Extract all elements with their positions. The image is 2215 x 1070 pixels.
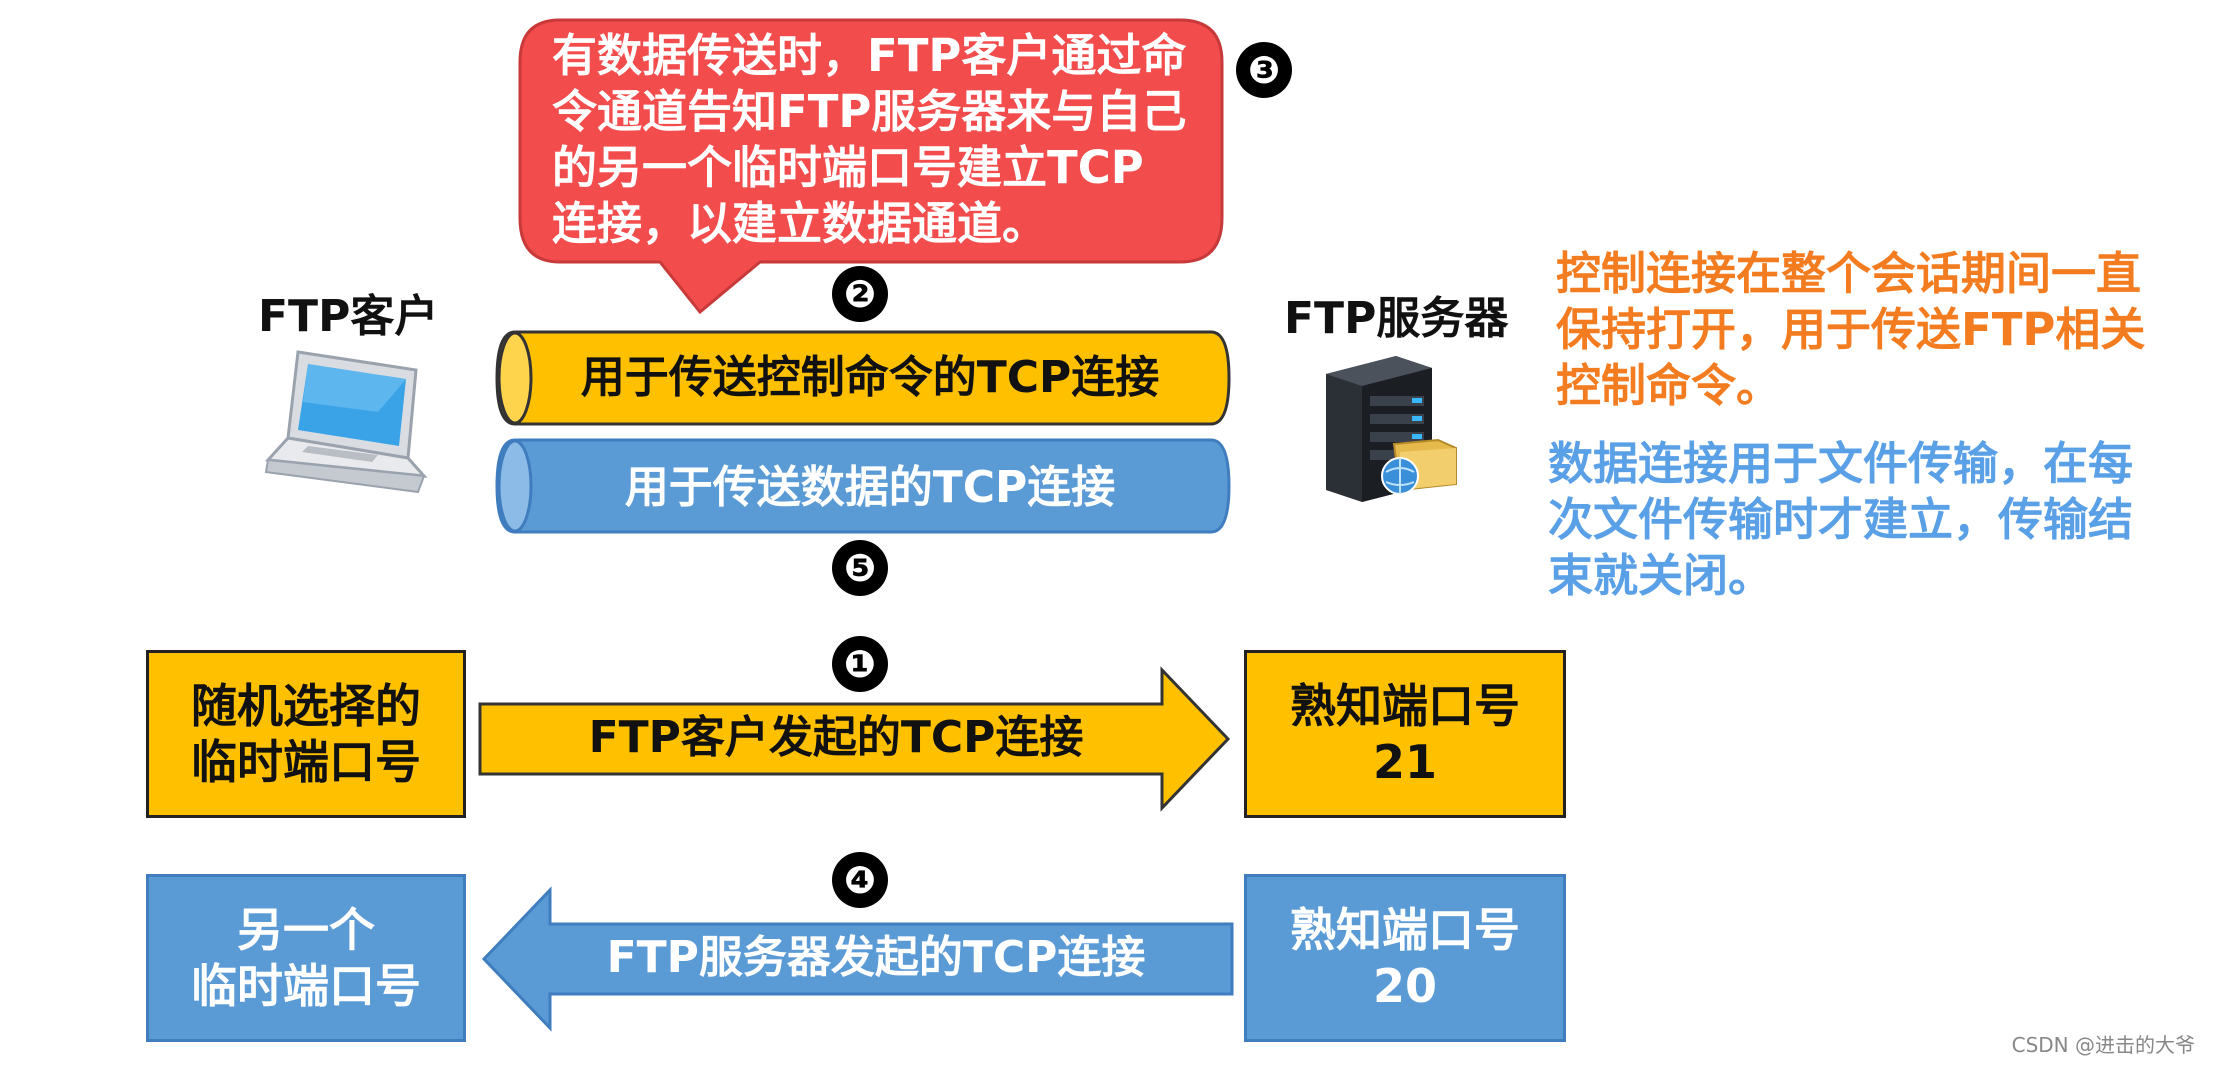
- step-2-marker: ❷: [832, 266, 888, 322]
- callout-text: 有数据传送时，FTP客户通过命 令通道告知FTP服务器来与自己 的另一个临时端口…: [552, 29, 1187, 250]
- server-label: FTP服务器: [1284, 293, 1509, 344]
- client-init-arrow-label: FTP客户发起的TCP连接: [588, 712, 1084, 763]
- step-1-marker: ❶: [832, 636, 888, 692]
- step-4-marker: ❹: [832, 852, 888, 908]
- data-connection-tube: [495, 438, 1231, 534]
- client-random-port-box: 随机选择的 临时端口号: [146, 650, 466, 818]
- client-other-port-box: 另一个 临时端口号: [146, 874, 466, 1042]
- data-connection-label: 用于传送数据的TCP连接: [624, 462, 1116, 513]
- client-init-arrow: [478, 666, 1231, 812]
- server-init-arrow: [481, 886, 1234, 1032]
- control-connection-note: 控制连接在整个会话期间一直 保持打开，用于传送FTP相关 控制命令。: [1556, 247, 2146, 412]
- server-icon: [1326, 356, 1457, 502]
- server-port-21-box: 熟知端口号 21: [1244, 650, 1566, 818]
- data-connection-note: 数据连接用于文件传输，在每 次文件传输时才建立，传输结 束就关闭。: [1548, 437, 2134, 602]
- laptop-icon: [264, 350, 428, 494]
- step-5-marker: ❺: [832, 540, 888, 596]
- watermark: CSDN @进击的大爷: [2011, 1033, 2195, 1057]
- server-init-arrow-label: FTP服务器发起的TCP连接: [606, 932, 1146, 983]
- control-connection-tube: [495, 330, 1231, 426]
- client-label: FTP客户: [258, 291, 439, 342]
- control-connection-label: 用于传送控制命令的TCP连接: [580, 352, 1160, 403]
- step-3-marker: ❸: [1236, 42, 1292, 98]
- server-port-20-box: 熟知端口号 20: [1244, 874, 1566, 1042]
